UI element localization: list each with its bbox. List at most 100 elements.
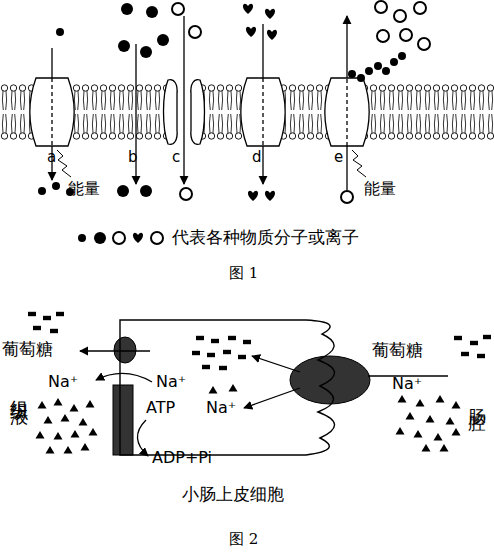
arrow-line <box>346 16 347 78</box>
part-letter: c <box>172 150 180 165</box>
molecule <box>267 30 277 40</box>
molecule <box>121 3 133 15</box>
glucose <box>243 340 251 344</box>
region-label: 组织液 <box>10 386 28 395</box>
glucose <box>43 316 51 320</box>
molecule-label: ADP+Pi <box>152 450 212 466</box>
glucose <box>33 326 41 330</box>
part-letter: a <box>47 150 56 165</box>
sodium-ion <box>446 417 455 425</box>
sodium-ion <box>36 431 45 439</box>
ion-label: Na⁺ <box>206 400 236 416</box>
sodium-ion <box>452 428 461 436</box>
molecule <box>382 67 390 75</box>
legend-samples <box>78 232 163 244</box>
arrow-line <box>252 356 300 372</box>
molecule <box>400 29 412 41</box>
legend-sample <box>78 234 86 242</box>
energy-label: 能量 <box>364 181 396 197</box>
ion-label: Na⁺ <box>156 374 186 390</box>
molecule <box>348 70 356 78</box>
sodium-ion <box>440 444 449 452</box>
sodium-ion <box>71 430 80 438</box>
arrow-line <box>262 78 263 146</box>
glucose <box>238 355 246 359</box>
sodium-ion <box>64 446 73 454</box>
molecule <box>189 26 201 38</box>
molecule <box>390 58 398 66</box>
sodium-pump <box>113 385 133 455</box>
molecule <box>146 6 158 18</box>
sodium-ion <box>54 432 63 440</box>
molecule <box>377 30 389 42</box>
legend-sample <box>151 232 163 244</box>
molecule <box>375 1 387 13</box>
substance-label: 葡萄糖 <box>2 341 53 358</box>
carrier-protein <box>241 78 285 146</box>
sodium-ion <box>398 395 407 403</box>
molecules <box>38 1 430 203</box>
molecule <box>140 46 152 58</box>
substance-label: 葡萄糖 <box>372 342 423 359</box>
molecule <box>418 38 430 50</box>
molecule <box>248 191 258 201</box>
part-letter: e <box>334 150 343 165</box>
molecule <box>246 27 256 37</box>
sodium-ion <box>229 384 238 392</box>
sodium-ion <box>406 412 415 420</box>
molecule <box>374 62 382 70</box>
ion-label: Na⁺ <box>48 374 78 390</box>
cell-name: 小肠上皮细胞 <box>108 486 358 503</box>
arrow-line <box>137 420 148 456</box>
channel-protein <box>164 80 178 145</box>
molecule <box>265 9 275 19</box>
glucose <box>50 329 58 333</box>
channel-protein <box>191 80 205 145</box>
molecule <box>52 182 60 190</box>
sodium-ion <box>414 430 423 438</box>
sodium-ion <box>436 395 445 403</box>
glucose <box>461 352 469 356</box>
molecule <box>56 28 64 36</box>
sodium-ion <box>38 401 47 409</box>
energy-zigzag <box>352 150 366 177</box>
transport-arrows <box>52 16 366 190</box>
sodium-ions <box>36 384 461 454</box>
glucose <box>219 366 227 370</box>
arrow-line <box>51 78 52 146</box>
molecule <box>118 40 130 52</box>
glucose <box>223 350 231 354</box>
part-letter: d <box>252 150 262 165</box>
molecule <box>365 67 373 75</box>
membrane-proteins <box>30 78 369 146</box>
legend-text: 代表各种物质分子或离子 <box>172 227 359 247</box>
glucose <box>56 312 64 316</box>
carrier-protein <box>325 78 369 146</box>
molecule <box>180 188 192 200</box>
sodium-ion <box>81 443 90 451</box>
region-label: 肠腔 <box>468 395 486 401</box>
sodium-ion <box>422 444 431 452</box>
glucose <box>28 312 36 316</box>
legend-sample <box>94 232 106 244</box>
molecule <box>414 2 426 14</box>
part-letter: b <box>128 150 138 165</box>
glucose <box>202 365 210 369</box>
legend-sample <box>113 232 125 244</box>
sodium-ion <box>70 404 79 412</box>
glucose <box>470 341 478 345</box>
arrow-line <box>346 78 347 146</box>
sodium-ion <box>89 428 98 436</box>
arrow-line <box>262 146 263 184</box>
sodium-ion <box>434 433 443 441</box>
ion-label: Na⁺ <box>392 376 422 392</box>
molecule <box>357 74 365 82</box>
glucose <box>228 336 236 340</box>
energy-zigzag <box>57 150 71 177</box>
legend-sample <box>133 233 143 243</box>
glucose <box>192 351 200 355</box>
sodium-ion <box>416 399 425 407</box>
glucose <box>477 354 485 358</box>
